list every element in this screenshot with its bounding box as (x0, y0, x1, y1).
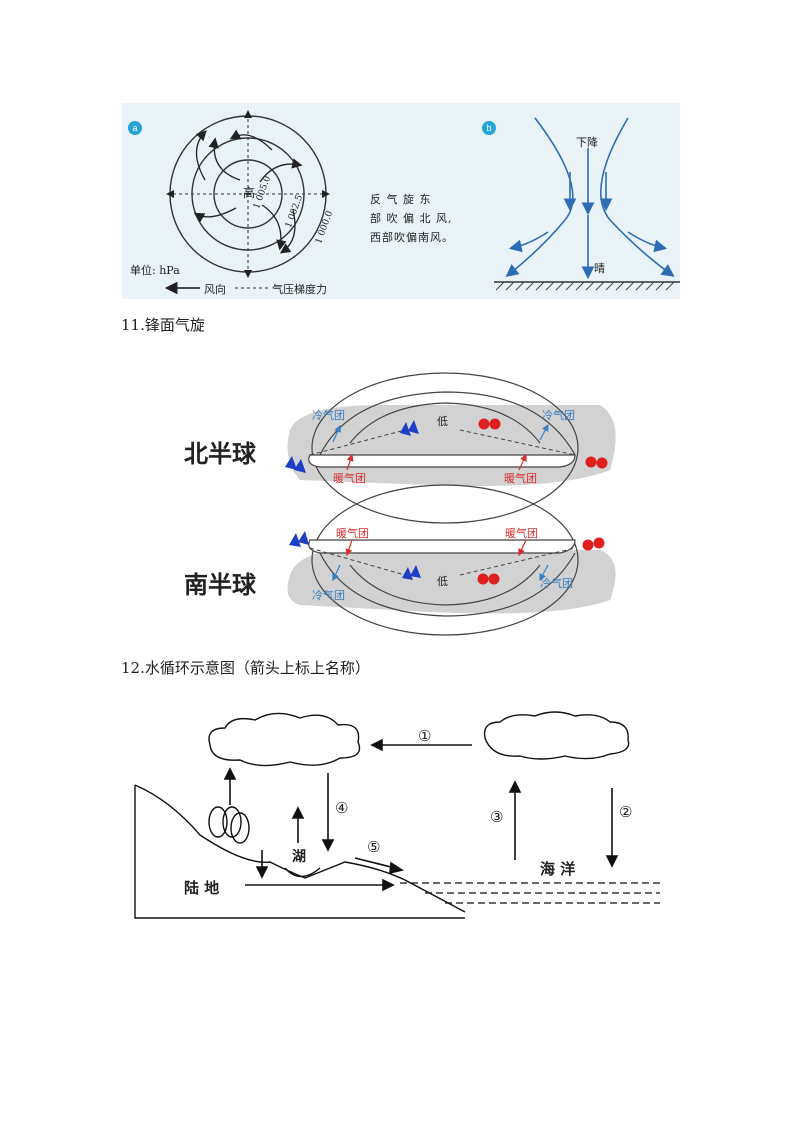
badge-b: b (482, 121, 496, 135)
north-cold-label-left: 冷气团 (312, 409, 345, 422)
north-low-label: 低 (437, 415, 448, 428)
north-warm-label-left: 暖气团 (333, 472, 366, 485)
section-12-heading: 12.水循环示意图（箭头上标上名称） (121, 659, 370, 677)
section-11-heading: 11.锋面气旋 (121, 316, 205, 334)
south-cold-label-left: 冷气团 (312, 589, 345, 602)
north-warm-label-right: 暖气团 (504, 472, 537, 485)
lake-label: 湖 (292, 849, 306, 865)
unit-label: 单位: hPa (130, 264, 180, 277)
descend-label: 下降 (576, 136, 598, 149)
south-warm-label-left: 暖气团 (336, 527, 369, 540)
note-line-2: 部 吹 偏 北 风, (370, 212, 453, 225)
south-cyclone (287, 484, 616, 636)
note-line-1: 反 气 旋 东 (370, 193, 432, 206)
anticyclone-note: 反 气 旋 东 部 吹 偏 北 风, 西部吹偏南风。 (370, 190, 454, 247)
north-hemisphere-label: 北半球 (184, 440, 256, 468)
arrow-label-5: ⑤ (367, 838, 381, 856)
arrow-label-4: ④ (335, 799, 349, 817)
ocean-cloud (483, 711, 630, 760)
land-outline (134, 785, 465, 919)
land-label: 陆 地 (184, 879, 220, 897)
arrow-label-1: ① (418, 727, 432, 745)
south-hemisphere-label: 南半球 (184, 571, 256, 599)
south-cold-label-right: 冷气团 (540, 577, 573, 590)
arrow-label-2: ② (619, 803, 633, 821)
badge-a: a (128, 121, 142, 135)
ocean-label: 海 洋 (540, 860, 576, 878)
land-cloud (208, 712, 361, 767)
arrow-label-3: ③ (490, 808, 504, 826)
north-cold-label-right: 冷气团 (542, 409, 575, 422)
sunny-label: 晴 (594, 262, 605, 275)
south-low-label: 低 (437, 575, 448, 588)
north-cyclone (285, 372, 616, 524)
legend-gradient-label: 气压梯度力 (272, 283, 327, 296)
legend-wind-label: 风向 (204, 283, 226, 296)
south-warm-label-right: 暖气团 (505, 527, 538, 540)
isobar-inner (213, 159, 283, 229)
note-line-3: 西部吹偏南风。 (370, 231, 454, 244)
high-pressure-label: 高 (243, 186, 256, 200)
